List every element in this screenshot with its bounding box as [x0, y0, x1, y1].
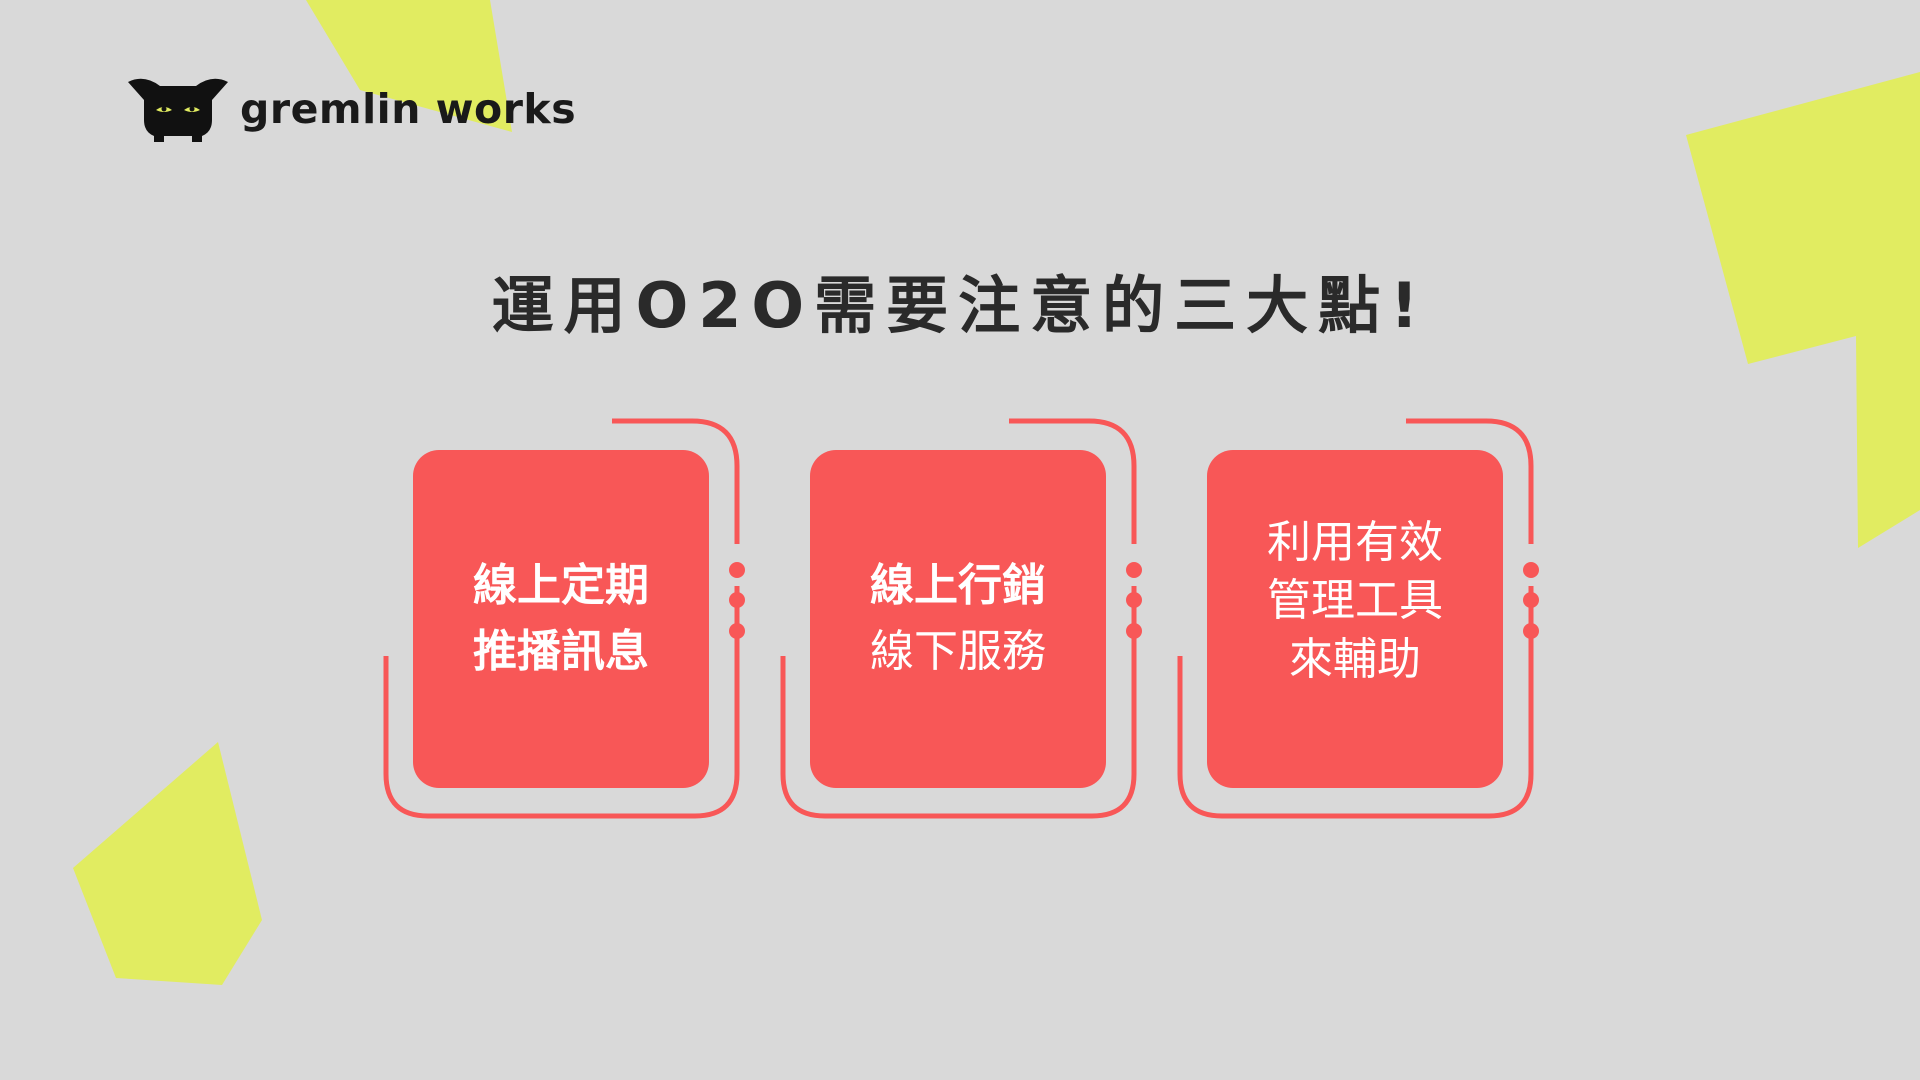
- lime-shape-bottom-left: [73, 742, 262, 985]
- card-frame-2: [780, 418, 1137, 819]
- dots-1: [729, 562, 745, 639]
- card-2-line-2: 線下服務: [870, 626, 1046, 677]
- point-card-2: 線上行銷 線下服務: [810, 450, 1106, 788]
- brand-name: gremlin works: [240, 85, 577, 133]
- lime-shape-top: [306, 0, 512, 132]
- card-1-line-1: 線上定期: [473, 560, 649, 611]
- card-frame-1: [383, 418, 740, 819]
- brand-logo: gremlin works: [122, 72, 576, 146]
- dots-3: [1523, 562, 1539, 639]
- lime-shape-right: [1686, 72, 1920, 548]
- card-3-line-2: 管理工具: [1267, 575, 1443, 627]
- card-2-line-1: 線上行銷: [870, 560, 1046, 611]
- card-frame-3: [1177, 418, 1534, 819]
- gremlin-cat-icon: [122, 72, 234, 146]
- point-card-1: 線上定期 推播訊息: [413, 450, 709, 788]
- card-3-line-1: 利用有效: [1267, 516, 1443, 568]
- card-3-line-3: 來輔助: [1289, 633, 1421, 685]
- point-card-3: 利用有效 管理工具 來輔助: [1207, 450, 1503, 788]
- dots-2: [1126, 562, 1142, 639]
- page-title: 運用O2O需要注意的三大點!: [491, 269, 1429, 342]
- card-1-line-2: 推播訊息: [473, 626, 649, 677]
